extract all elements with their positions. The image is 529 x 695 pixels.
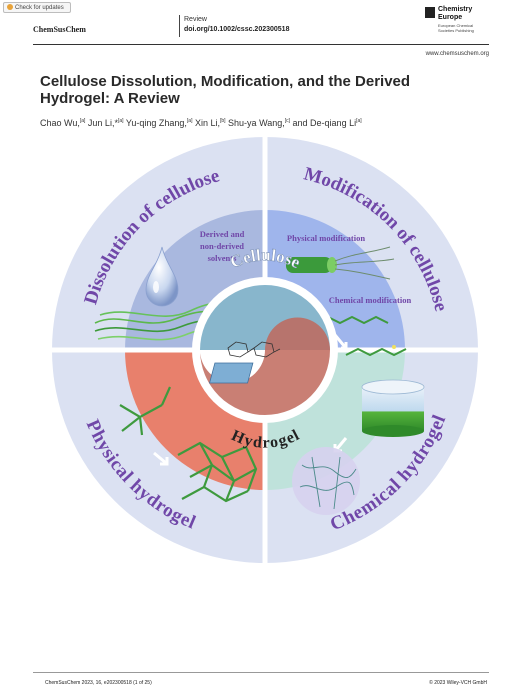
footer-copyright: © 2023 Wiley-VCH GmbH — [429, 680, 487, 686]
journal-website[interactable]: www.chemsuschem.org — [425, 51, 489, 57]
footer-citation: ChemSusChem 2023, 16, e202300518 (1 of 2… — [45, 680, 152, 686]
hydrogel-block-icon — [209, 362, 254, 384]
graphical-abstract: Dissolution of cellulose Modification of… — [52, 137, 478, 563]
header-divider — [179, 15, 180, 37]
fiber-bundle-icon — [286, 246, 395, 280]
molecule-chain-bottom-icon — [345, 347, 407, 357]
author-name: Jun Li,* — [85, 118, 118, 128]
chemical-network-icon — [292, 447, 360, 515]
author-affiliation: [c] — [284, 118, 291, 124]
chemistry-europe-logo-icon — [425, 7, 435, 18]
solvents-text: Derived and non-derived solvents — [200, 229, 245, 263]
crossmark-icon — [7, 4, 13, 10]
footer-rule — [33, 672, 489, 673]
author-affiliation: [a] — [117, 118, 124, 124]
publisher-name: Chemistry Europe — [438, 6, 473, 21]
author-name: Xin Li, — [192, 118, 220, 128]
solvents-line-1: Derived and — [200, 229, 245, 239]
beaker-icon — [361, 379, 425, 437]
doi-link[interactable]: doi.org/10.1002/cssc.202300518 — [184, 26, 290, 33]
header-rule — [33, 44, 489, 45]
author-affiliation: [a] — [79, 118, 86, 124]
article-type: Review — [184, 16, 207, 23]
author-name: Yu-qing Zhang, — [123, 118, 187, 128]
solvents-line-3: solvents — [208, 253, 238, 263]
glucose-structure-icon — [227, 341, 281, 358]
author-affiliation: [a] — [356, 118, 362, 124]
chemical-modification-label: Chemical modification — [329, 295, 412, 305]
author-affiliation: [a] — [186, 118, 193, 124]
publisher-subtitle: European Chemical Societies Publishing — [438, 23, 474, 33]
arrow-right-icon — [153, 451, 169, 466]
center-swirl — [200, 317, 330, 415]
author-name: and De-qiang Li — [290, 118, 357, 128]
publisher-logo[interactable]: Chemistry Europe European Chemical Socie… — [425, 5, 515, 39]
author-list: Chao Wu,[a] Jun Li,*[a] Yu-qing Zhang,[a… — [40, 118, 500, 128]
check-for-updates-badge[interactable]: Check for updates — [3, 2, 71, 13]
droplet-highlight — [153, 281, 159, 293]
cellulose-chains-icon — [119, 386, 172, 436]
solvents-line-2: non-derived — [200, 241, 244, 251]
author-name: Chao Wu, — [40, 118, 80, 128]
physical-modification-label: Physical modification — [287, 233, 365, 243]
physical-network-icon — [177, 441, 258, 503]
functional-group-icon — [392, 345, 396, 349]
crosslinked-strands-icon — [299, 456, 357, 510]
author-name: Shu-ya Wang, — [225, 118, 285, 128]
journal-name: ChemSusChem — [33, 25, 86, 34]
author-affiliation: [b] — [219, 118, 226, 124]
check-updates-label: Check for updates — [15, 5, 64, 11]
article-title: Cellulose Dissolution, Modification, and… — [40, 73, 411, 107]
